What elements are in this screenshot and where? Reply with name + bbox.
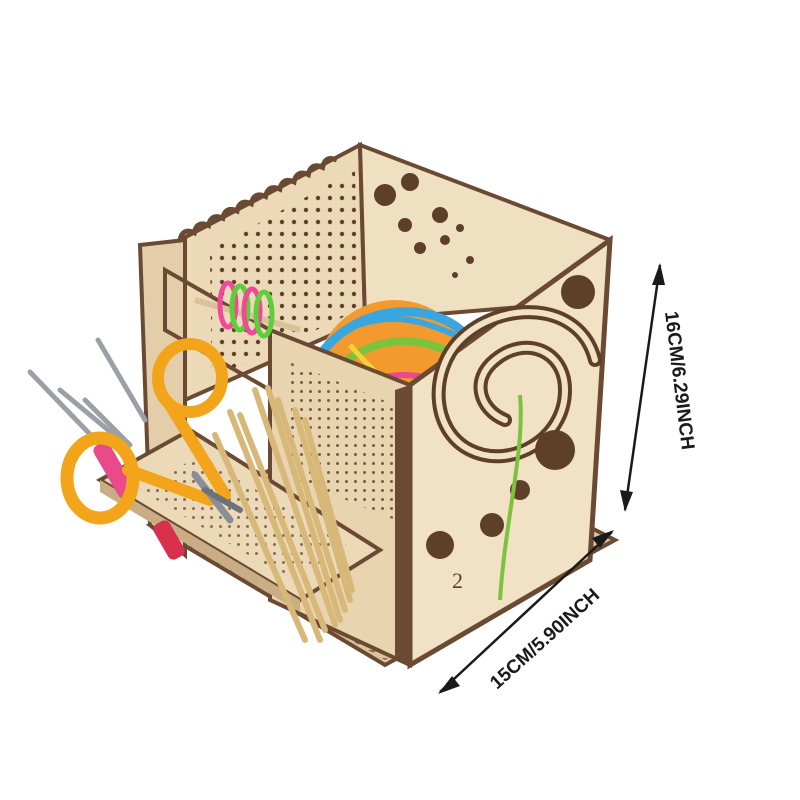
crochet-hooks xyxy=(27,337,185,560)
yarn-organizer-box: 2 xyxy=(27,141,620,670)
right-side-panel: 2 xyxy=(395,234,613,670)
stitch-markers xyxy=(194,280,301,339)
wavy-edge xyxy=(177,156,338,241)
yarn-strand xyxy=(498,394,523,601)
back-right-panel xyxy=(357,142,613,323)
panel-number-label: 2 xyxy=(452,568,463,593)
height-dimension: 16CM/6.29INCH xyxy=(620,263,698,512)
knitting-needles xyxy=(212,385,355,643)
scissors xyxy=(60,338,243,525)
height-dimension-label: 16CM/6.29INCH xyxy=(660,310,698,451)
